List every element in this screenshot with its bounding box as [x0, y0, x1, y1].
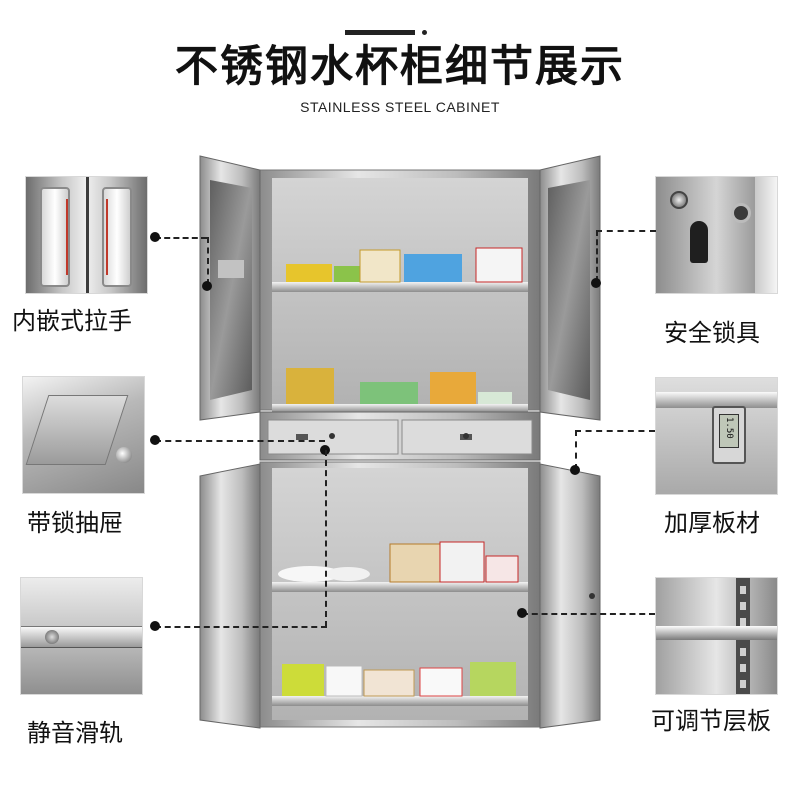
connector-thickness-v [575, 430, 577, 470]
handle-red-strip [66, 199, 68, 275]
caliper-screen: 1.50 [719, 414, 739, 448]
handle-rail-right [102, 187, 132, 287]
upper-left-door [199, 155, 261, 421]
header-decoration [345, 30, 440, 35]
connector-dot [150, 435, 160, 445]
feature-label-shelf: 可调节层板 [651, 707, 771, 735]
connector-handle [155, 237, 207, 239]
lower-cabinet [259, 461, 541, 728]
door-gap [86, 177, 89, 293]
handle-rail-left [40, 187, 70, 287]
caliper-reading: 1.50 [724, 417, 734, 439]
lock-thumbnail[interactable] [655, 176, 778, 294]
thickness-thumbnail[interactable]: 1.50 [655, 377, 778, 495]
upper-shelf [272, 282, 528, 292]
steel-plate [656, 392, 777, 408]
lower-left-door [199, 463, 261, 729]
feature-label-drawer: 带锁抽屉 [27, 509, 123, 537]
connector-dot [517, 608, 527, 618]
caliper-icon: 1.50 [712, 406, 746, 464]
upper-cabinet [259, 169, 541, 412]
drawer-inner [25, 395, 129, 465]
connector-thickness [575, 430, 655, 432]
slide-rail [21, 626, 142, 648]
lower-right-door [539, 463, 601, 729]
connector-dot [202, 281, 212, 291]
connector-dot [150, 621, 160, 631]
lock-hole-icon [731, 203, 751, 223]
upper-right-door [539, 155, 601, 421]
key-icon [690, 221, 708, 263]
drawer-thumbnail[interactable] [22, 376, 145, 494]
connector-drawer [155, 440, 325, 442]
lower-shelf [272, 582, 528, 592]
connector-dot [150, 232, 160, 242]
feature-label-lock: 安全锁具 [664, 319, 760, 347]
drawer-lock-icon [116, 447, 132, 463]
page-subtitle: STAINLESS STEEL CABINET [300, 99, 500, 115]
door-edge [755, 177, 777, 293]
cabinet-illustration [199, 155, 601, 729]
connector-lock [596, 230, 656, 232]
connector-rail [155, 626, 327, 628]
feature-label-thickness: 加厚板材 [664, 509, 760, 537]
rail-thumbnail[interactable] [20, 577, 143, 695]
header-bar-line [345, 30, 415, 35]
connector-shelf [522, 613, 655, 615]
shelf-thumbnail[interactable] [655, 577, 778, 695]
connector-lock-v [596, 230, 598, 282]
page-title: 不锈钢水杯柜细节展示 [175, 42, 625, 92]
connector-handle-v [207, 237, 209, 285]
feature-label-rail: 静音滑轨 [27, 719, 123, 747]
rail-screw-icon [45, 630, 59, 644]
feature-label-handle: 内嵌式拉手 [12, 307, 132, 335]
drawer-section [259, 411, 541, 461]
connector-rail-v [325, 450, 327, 627]
handle-red-strip [106, 199, 108, 275]
lock-cylinder-icon [670, 191, 688, 209]
connector-dot [570, 465, 580, 475]
shelf-board [656, 626, 777, 640]
header-dot [422, 30, 427, 35]
handle-thumbnail[interactable] [25, 176, 148, 294]
connector-dot [591, 278, 601, 288]
